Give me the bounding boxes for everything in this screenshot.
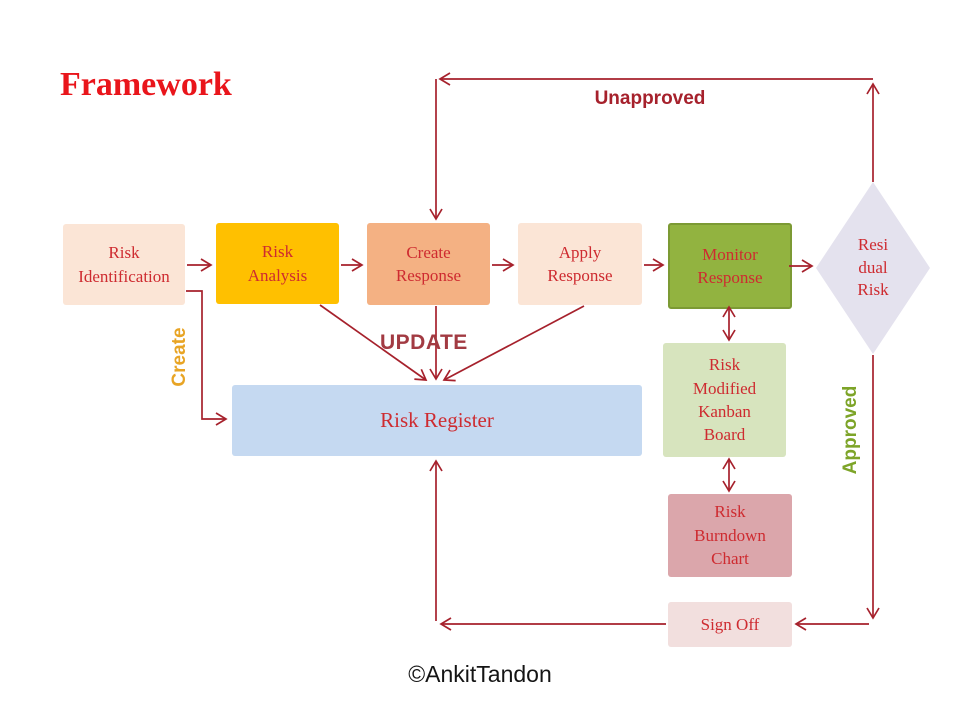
watermark-text: ©AnkitTandon xyxy=(408,661,552,687)
node-label-kanban-board: Risk Modified Kanban Board xyxy=(692,355,757,445)
node-risk-register: Risk Register xyxy=(232,385,642,456)
node-risk-modified-kanban-board: Risk Modified Kanban Board xyxy=(663,343,786,457)
node-label-risk-analysis: Risk Analysis xyxy=(247,242,308,285)
node-label-monitor-response: Monitor Response xyxy=(697,244,763,287)
page-title: Framework xyxy=(60,66,232,103)
node-risk-burndown-chart: Risk Burndown Chart xyxy=(668,494,792,577)
node-sign-off: Sign Off xyxy=(668,602,792,647)
node-risk-identification: Risk Identification xyxy=(63,224,185,305)
node-create-response: Create Response xyxy=(367,223,490,305)
node-label-create-response: Create Response xyxy=(395,242,462,285)
node-label-residual-risk: Resi dual Risk xyxy=(857,234,889,300)
node-monitor-response: Monitor Response xyxy=(668,223,792,309)
node-label-sign-off: Sign Off xyxy=(700,614,760,634)
node-risk-analysis: Risk Analysis xyxy=(216,223,339,304)
unapproved-label: Unapproved xyxy=(594,88,706,109)
create-label: Create xyxy=(169,327,190,387)
node-label-burndown-chart: Risk Burndown Chart xyxy=(694,502,766,569)
node-apply-response: Apply Response xyxy=(518,223,642,305)
node-label-risk-identification: Risk Identification xyxy=(78,243,170,286)
node-label-apply-response: Apply Response xyxy=(547,242,613,285)
approved-label: Approved xyxy=(840,385,861,475)
update-label: UPDATE xyxy=(380,331,468,354)
node-label-risk-register: Risk Register xyxy=(380,408,494,433)
